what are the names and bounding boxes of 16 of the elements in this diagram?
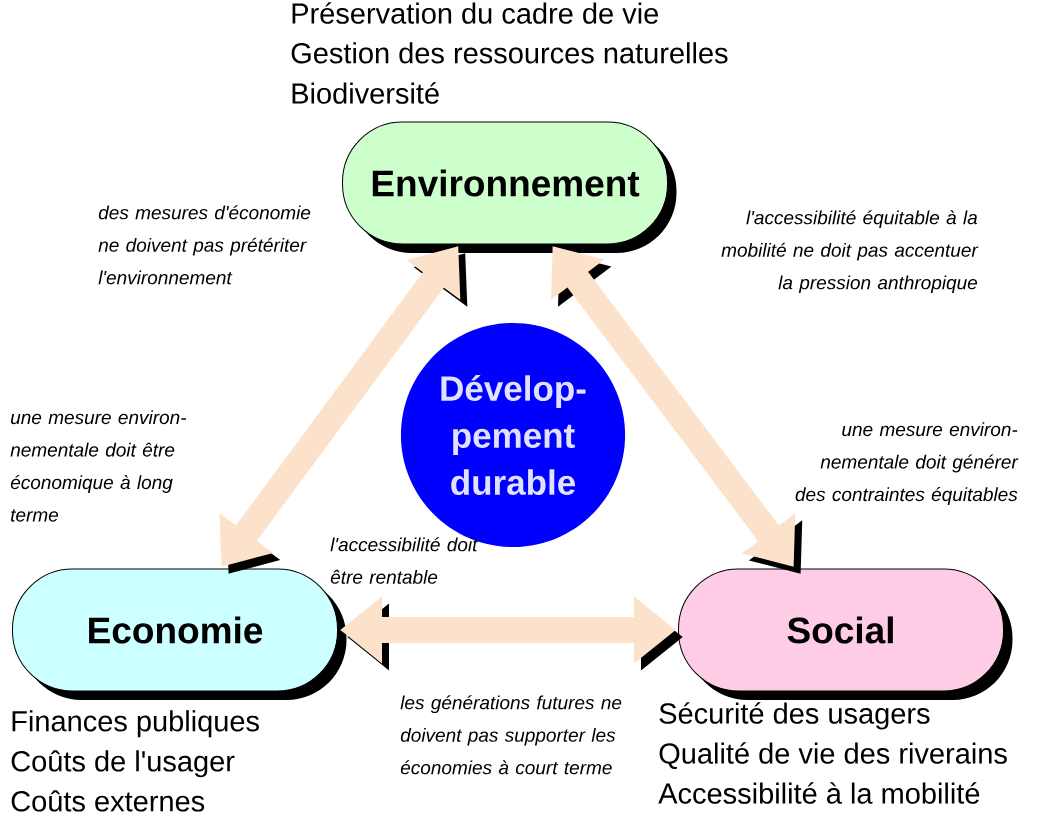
annotation-text: des mesures d'économie ne doivent pas prétériter l'environnement [98,205,311,285]
aspect-text: Biodiversité [292,82,439,104]
annotation-text: l'accessibilité équitable à la mobilité ne doit pas accentuer la pression anthropique [721,210,979,294]
annotation-text: une mesure environ-nementale doit être économique à long terme [10,410,187,522]
annotation-text: les générations futures ne doivent pas supporter les économies à court terme [400,695,622,775]
aspect-text: Préservation du cadre de vie [292,2,658,24]
aspect-text: Sécurité des usagers [659,702,930,730]
aspect-text: Coûts de l'usager [11,750,235,778]
aspect-text: Accessibilité à la mobilité [658,782,980,804]
topic-box: Environnement [342,121,677,253]
aspect-text: Qualité de vie des riverains [659,742,1007,769]
aspect-text: Gestion des ressources naturelles [291,42,728,64]
topic-box: Social [678,568,1013,700]
aspect-text: Finances publiques [12,710,259,738]
aspect-text: Coûts externes [11,790,205,812]
annotation-text: une mesure environ-nementale doit générer des contraintes équitables [795,422,1019,505]
